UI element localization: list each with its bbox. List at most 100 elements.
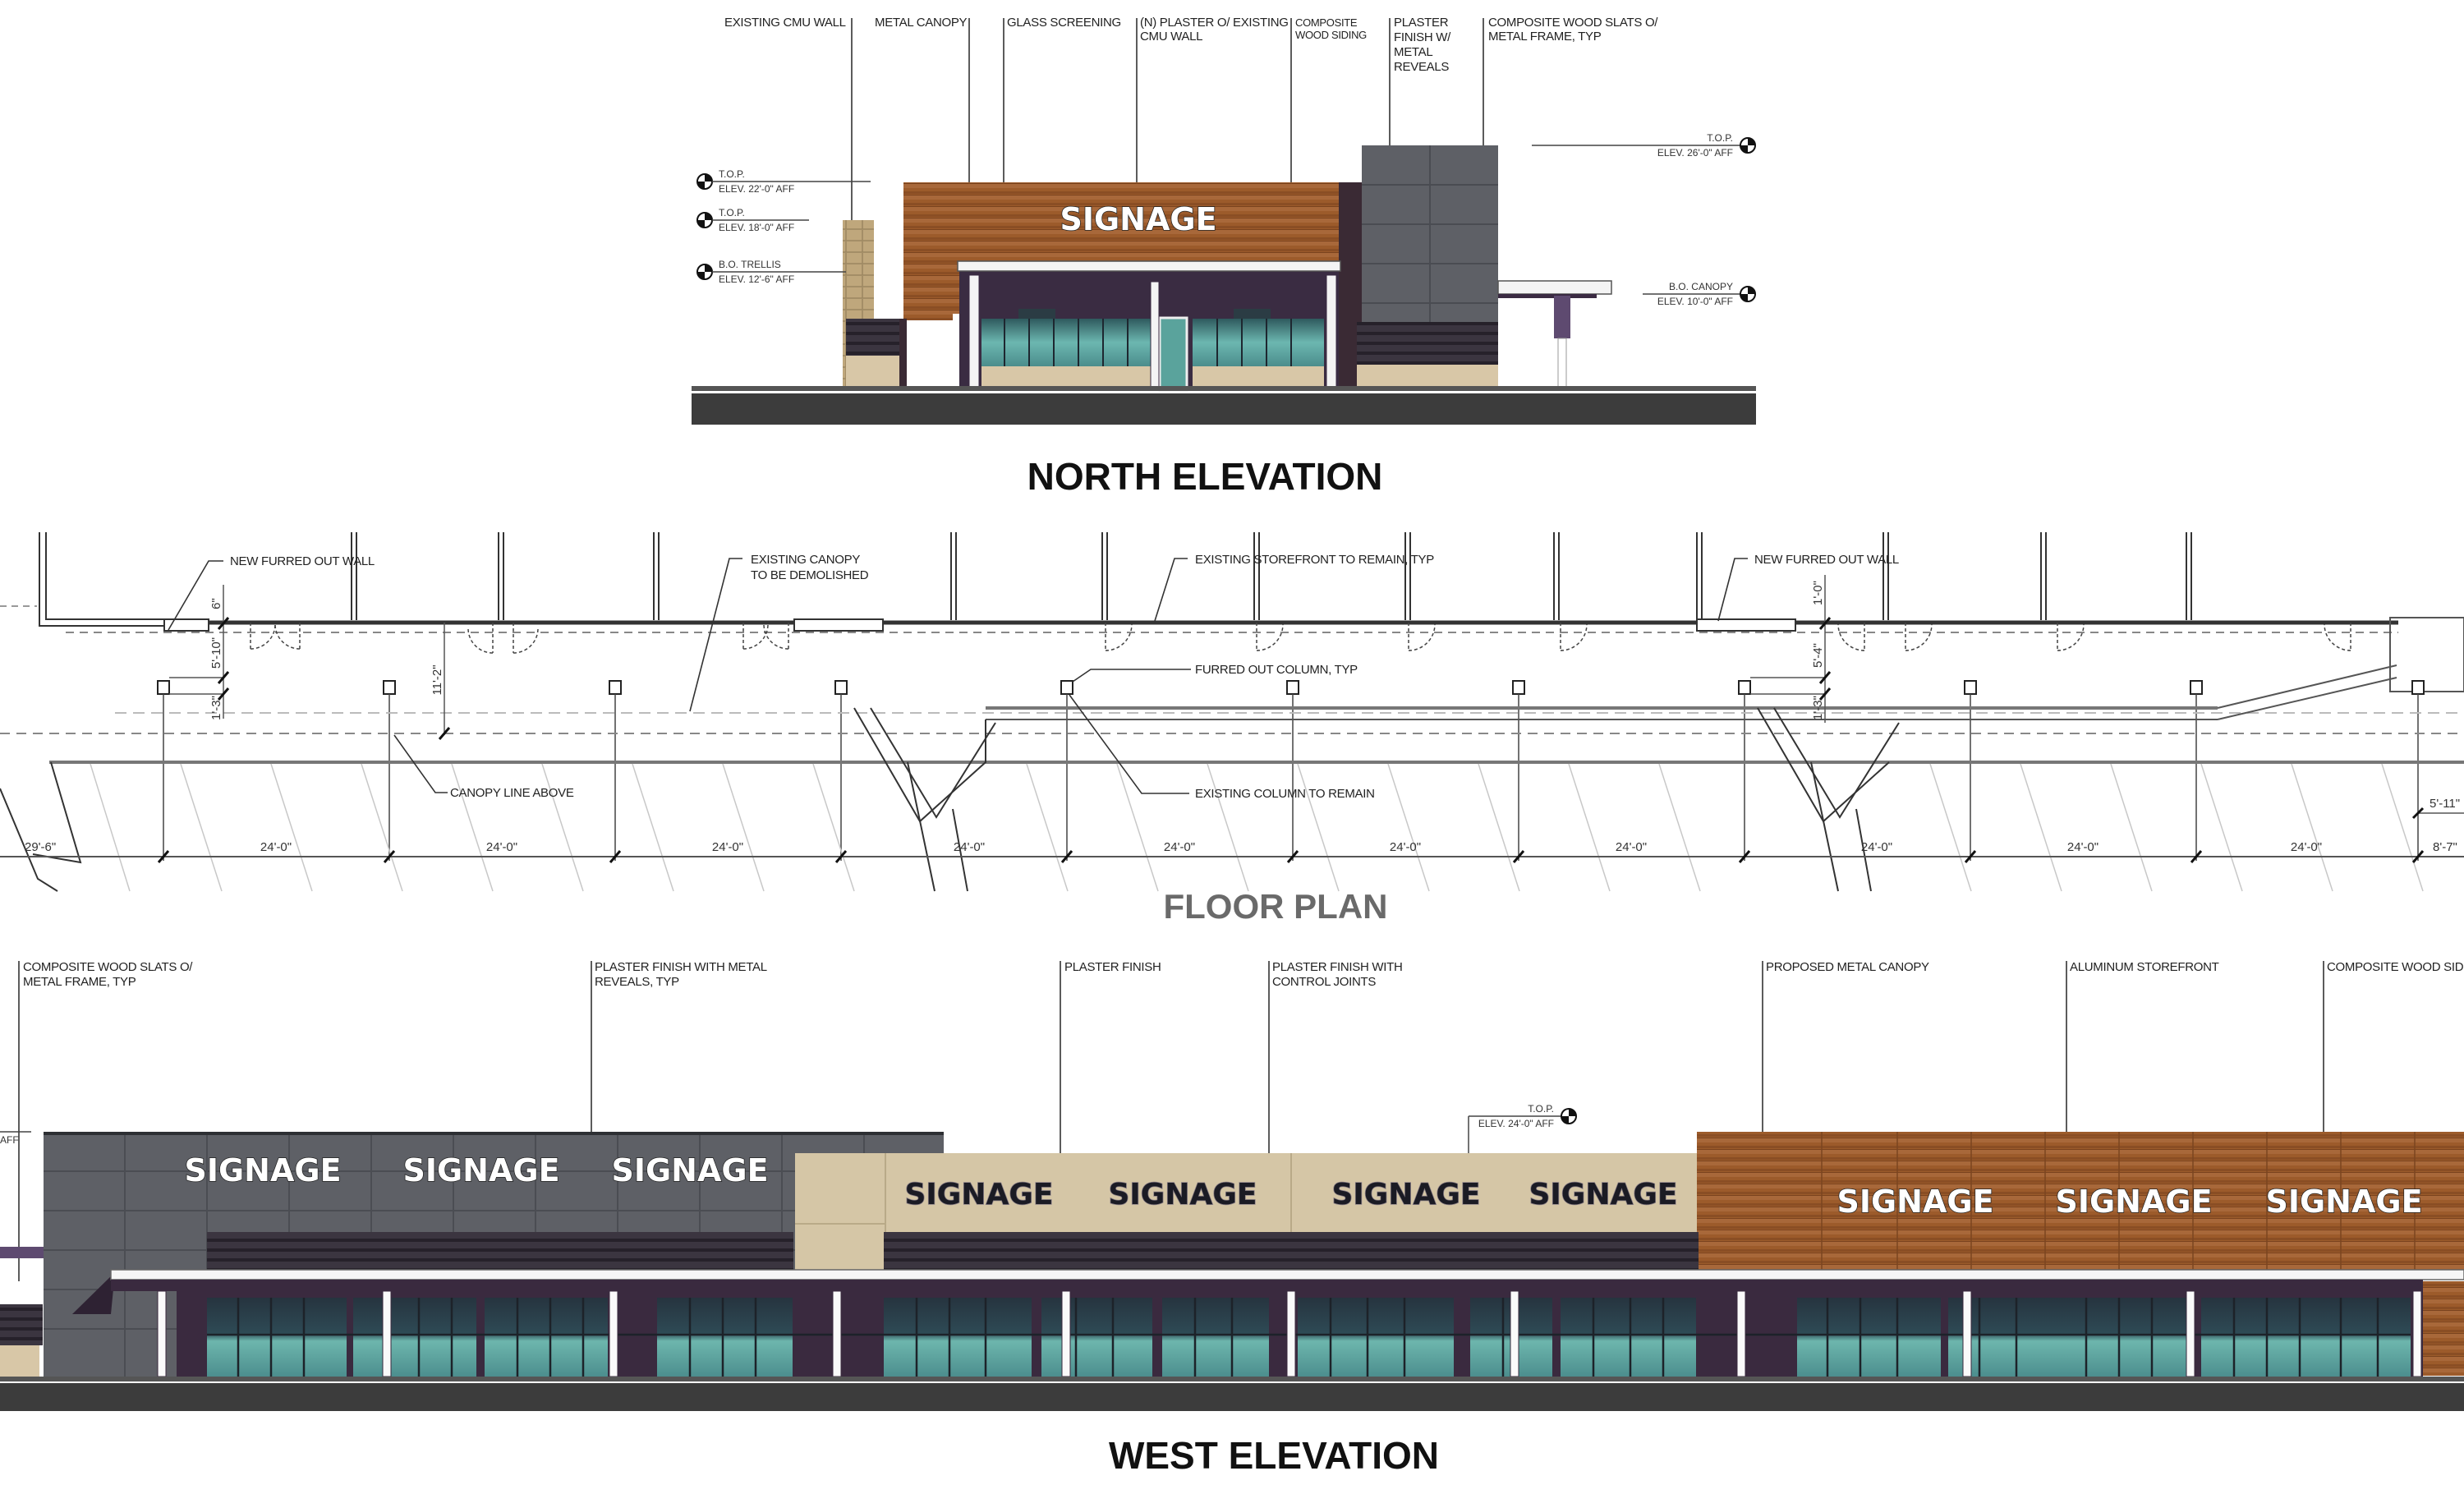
callout-furred-out-column: FURRED OUT COLUMN, TYP: [1195, 663, 1358, 677]
vertical-dims: 6" 5'-10" 1'-3" 11'-2" 1'-0" 5'-4" 1'-3": [169, 575, 1832, 740]
signage-tan-4: SIGNAGE: [1529, 1178, 1677, 1211]
west-signage: SIGNAGE SIGNAGE SIGNAGE SIGNAGE SIGNAGE …: [184, 1152, 2424, 1220]
svg-text:T.O.P.: T.O.P.: [719, 168, 745, 180]
bay-dim: 24'-0": [1164, 840, 1195, 854]
bay-dim: 24'-0": [1390, 840, 1421, 854]
svg-text:B.O. TRELLIS: B.O. TRELLIS: [719, 259, 781, 270]
elev-marker-top-24: T.O.P. ELEV. 24'-0" AFF: [1468, 1103, 1577, 1153]
callout-existing-column: EXISTING COLUMN TO REMAIN: [1195, 787, 1375, 801]
svg-text:6": 6": [209, 598, 223, 609]
side-dim: 5'-11": [2430, 797, 2460, 811]
callout-composite-wood-siding: COMPOSITE WOOD SIDING: [2327, 960, 2464, 974]
signage-tan-1: SIGNAGE: [904, 1178, 1053, 1211]
slat-band-gray: [207, 1232, 793, 1270]
svg-text:ELEV. 18'-0" AFF: ELEV. 18'-0" AFF: [719, 222, 794, 233]
elev-marker-top-26: T.O.P. ELEV. 26'-0" AFF: [1532, 132, 1756, 159]
metal-canopy: [957, 260, 1341, 272]
wood-siding-mass: [1697, 1132, 2464, 1376]
drive-aisle: [0, 707, 1900, 892]
callout-proposed-metal-canopy: PROPOSED METAL CANOPY: [1766, 960, 1929, 974]
signage-gray-1: SIGNAGE: [184, 1152, 341, 1188]
bay-dim: 24'-0": [1616, 840, 1647, 854]
partial-elev-marker: AFF: [0, 1134, 19, 1146]
bay-dim: 24'-0": [260, 840, 292, 854]
svg-text:1'-3": 1'-3": [1811, 696, 1825, 720]
callout-to-be-demolished: TO BE DEMOLISHED: [751, 568, 869, 582]
svg-text:ELEV. 22'-0" AFF: ELEV. 22'-0" AFF: [719, 183, 794, 195]
furred-wall-left: [163, 618, 209, 632]
callout-metal-canopy: METAL CANOPY: [875, 16, 968, 30]
svg-text:T.O.P.: T.O.P.: [719, 207, 745, 218]
parking-stripes: [90, 763, 2424, 892]
north-building: SIGNAGE: [692, 145, 1756, 425]
north-elevation-markers-left: T.O.P. ELEV. 22'-0" AFF T.O.P. ELEV. 18'…: [696, 168, 871, 285]
signage-wood-3: SIGNAGE: [2265, 1184, 2422, 1220]
elev-marker-bo-canopy: B.O. CANOPY ELEV. 10'-0" AFF: [1643, 281, 1756, 307]
elev-marker-top-22: T.O.P. ELEV. 22'-0" AFF: [696, 168, 871, 195]
west-callouts: COMPOSITE WOOD SLATS O/METAL FRAME, TYP …: [23, 960, 2464, 989]
callout-glass-screening: GLASS SCREENING: [1007, 16, 1121, 30]
svg-text:5'-4": 5'-4": [1811, 643, 1825, 668]
north-elevation-title: NORTH ELEVATION: [1027, 455, 1383, 498]
metal-canopy-west: [110, 1269, 2464, 1280]
slat-band-tan: [884, 1232, 1699, 1270]
svg-text:T.O.P.: T.O.P.: [1528, 1103, 1554, 1115]
doors: [250, 623, 2351, 654]
callout-plaster-finish: PLASTER FINISH: [1064, 960, 1161, 974]
svg-text:1'-3": 1'-3": [209, 696, 223, 720]
callout-existing-storefront: EXISTING STOREFRONT TO REMAIN, TYP: [1195, 553, 1434, 567]
svg-text:5'-10": 5'-10": [209, 637, 223, 669]
callout-composite-wood-slats: COMPOSITE WOOD SLATS O/METAL FRAME, TYP: [23, 960, 193, 989]
ground-line-west: [0, 1383, 2464, 1411]
signage-wood-2: SIGNAGE: [2055, 1184, 2212, 1220]
signage-wood-1: SIGNAGE: [1837, 1184, 1993, 1220]
signage-gray-2: SIGNAGE: [402, 1152, 559, 1188]
callout-canopy-line-above: CANOPY LINE ABOVE: [450, 786, 574, 800]
svg-text:11'-2": 11'-2": [430, 664, 444, 695]
side-canopy: [1497, 280, 1612, 295]
storefront-glazing: [177, 1291, 2423, 1377]
west-elevation-title: WEST ELEVATION: [1109, 1434, 1439, 1477]
west-elevation: COMPOSITE WOOD SLATS O/METAL FRAME, TYP …: [0, 960, 2464, 1477]
floor-plan: 29'-6" 24'-0" 24'-0" 24'-0" 24'-0" 24'-0…: [0, 532, 2464, 926]
demising-walls: [39, 532, 2192, 620]
north-signage: SIGNAGE: [1060, 201, 1216, 237]
dimension-line: 29'-6" 24'-0" 24'-0" 24'-0" 24'-0" 24'-0…: [0, 797, 2464, 863]
canopy-lines: [0, 664, 2464, 764]
svg-text:ELEV. 26'-0" AFF: ELEV. 26'-0" AFF: [1657, 147, 1733, 159]
bay-dim: 24'-0": [712, 840, 743, 854]
bay-dim: 24'-0": [2067, 840, 2099, 854]
entry-door: [1158, 316, 1188, 392]
bay-dim: 24'-0": [2291, 840, 2322, 854]
slat-screen-left: [846, 319, 899, 356]
svg-text:ELEV. 24'-0" AFF: ELEV. 24'-0" AFF: [1478, 1118, 1554, 1129]
signage-tan-2: SIGNAGE: [1108, 1178, 1257, 1211]
signage-gray-3: SIGNAGE: [611, 1152, 768, 1188]
canopy-columns: [157, 1290, 2422, 1377]
callout-aluminum-storefront: ALUMINUM STOREFRONT: [2070, 960, 2219, 974]
svg-text:1'-0": 1'-0": [1811, 581, 1825, 605]
svg-text:ELEV. 12'-6" AFF: ELEV. 12'-6" AFF: [719, 274, 794, 285]
bay-dim: 24'-0": [954, 840, 985, 854]
callout-existing-canopy: EXISTING CANOPY: [751, 553, 860, 567]
callout-existing-cmu-wall: EXISTING CMU WALL: [724, 16, 846, 30]
svg-text:B.O. CANOPY: B.O. CANOPY: [1669, 281, 1733, 292]
floor-plan-title: FLOOR PLAN: [1164, 887, 1388, 926]
callout-composite-wood-slats: COMPOSITE WOOD SLATS O/METAL FRAME, TYP: [1488, 16, 1658, 44]
bay-dim: 24'-0": [486, 840, 517, 854]
floor-plan-callouts: NEW FURRED OUT WALL EXISTING CANOPY TO B…: [168, 553, 1899, 801]
north-elevation-markers-right: T.O.P. ELEV. 26'-0" AFF B.O. CANOPY ELEV…: [1532, 132, 1756, 307]
ground-line: [692, 393, 1756, 425]
bay-dim: 8'-7": [2433, 840, 2457, 854]
callout-new-furred-wall-right: NEW FURRED OUT WALL: [1754, 553, 1899, 567]
columns: [157, 680, 2425, 695]
svg-text:T.O.P.: T.O.P.: [1707, 132, 1733, 144]
glass-screening-left: [981, 319, 1154, 366]
svg-text:ELEV. 10'-0" AFF: ELEV. 10'-0" AFF: [1657, 296, 1733, 307]
bay-dim: 24'-0": [1861, 840, 1892, 854]
